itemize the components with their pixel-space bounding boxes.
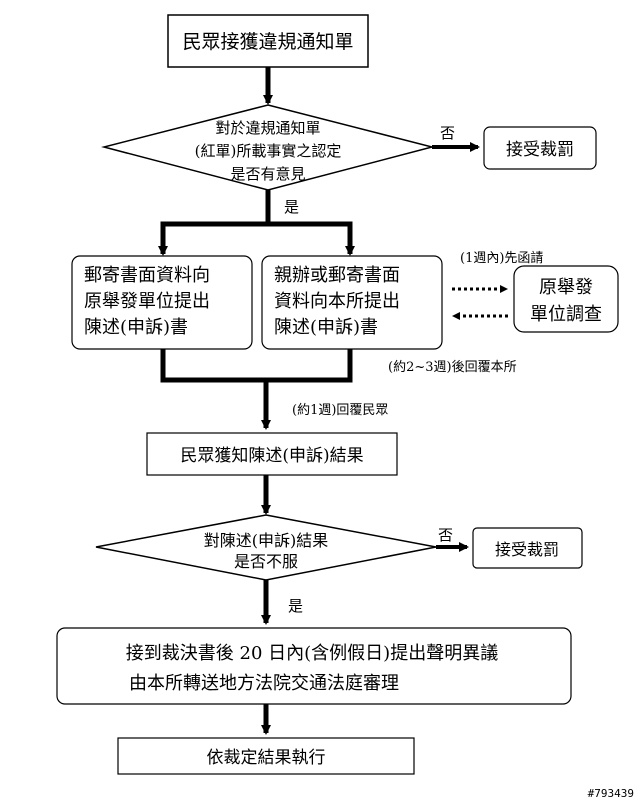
label-weeks-reply: (約2~3週)後回覆本所 — [388, 360, 517, 375]
office-appeal-line3: 陳述(申訴)書 — [274, 317, 378, 338]
result-notice-box: 民眾獲知陳述(申訴)結果 — [146, 432, 398, 476]
decision2-diamond: 對陳述(申訴)結果 是否不服 — [95, 514, 437, 581]
mail-appeal-line1: 郵寄書面資料向 — [84, 265, 210, 286]
accept-penalty-box-2: 接受裁罰 — [472, 527, 583, 569]
split-connector — [160, 221, 353, 252]
accept-penalty-text-2: 接受裁罰 — [495, 540, 559, 559]
accept-penalty-text-1: 接受裁罰 — [506, 140, 574, 160]
label-yes-1: 是 — [284, 198, 299, 216]
decision2-line2: 是否不服 — [234, 552, 298, 571]
investigate-line2: 單位調查 — [530, 304, 602, 325]
objection-line1: 接到裁決書後 20 日內(含例假日)提出聲明異議 — [126, 643, 498, 664]
receive-notice-text: 民眾接獲違規通知單 — [182, 31, 353, 53]
decision1-line2: (紅單)所載事實之認定 — [195, 142, 342, 160]
objection-line2: 由本所轉送地方法院交通法庭審理 — [129, 673, 399, 694]
label-no-1: 否 — [440, 124, 455, 142]
mail-appeal-line2: 原舉發單位提出 — [84, 291, 210, 312]
label-week1-letter: (1週內)先函請 — [460, 251, 543, 266]
office-appeal-box: 親辦或郵寄書面 資料向本所提出 陳述(申訴)書 — [261, 255, 443, 350]
result-notice-text: 民眾獲知陳述(申訴)結果 — [180, 446, 363, 466]
watermark-id: #793439 — [587, 787, 634, 800]
decision1-diamond: 對於違規通知單 (紅單)所載事實之認定 是否有意見 — [101, 104, 435, 191]
accept-penalty-box-1: 接受裁罰 — [483, 126, 597, 170]
objection-box: 接到裁決書後 20 日內(含例假日)提出聲明異議 由本所轉送地方法院交通法庭審理 — [56, 627, 572, 705]
decision2-line1: 對陳述(申訴)結果 — [204, 531, 329, 550]
receive-notice-box: 民眾接獲違規通知單 — [167, 14, 369, 68]
decision1-line3: 是否有意見 — [230, 165, 305, 183]
execute-text: 依裁定結果執行 — [207, 748, 326, 768]
decision1-line1: 對於違規通知單 — [215, 119, 320, 137]
investigate-line1: 原舉發 — [539, 277, 593, 298]
execute-box: 依裁定結果執行 — [117, 737, 415, 775]
office-appeal-line2: 資料向本所提出 — [274, 291, 400, 312]
mail-appeal-line3: 陳述(申訴)書 — [84, 317, 188, 338]
mail-appeal-box: 郵寄書面資料向 原舉發單位提出 陳述(申訴)書 — [71, 255, 253, 350]
label-week-reply-public: (約1週)回覆民眾 — [292, 403, 388, 418]
investigate-box: 原舉發 單位調查 — [513, 265, 619, 333]
label-no-2: 否 — [438, 526, 453, 544]
merge-connector — [160, 349, 353, 383]
label-yes-2: 是 — [288, 597, 303, 615]
office-appeal-line1: 親辦或郵寄書面 — [274, 265, 400, 286]
